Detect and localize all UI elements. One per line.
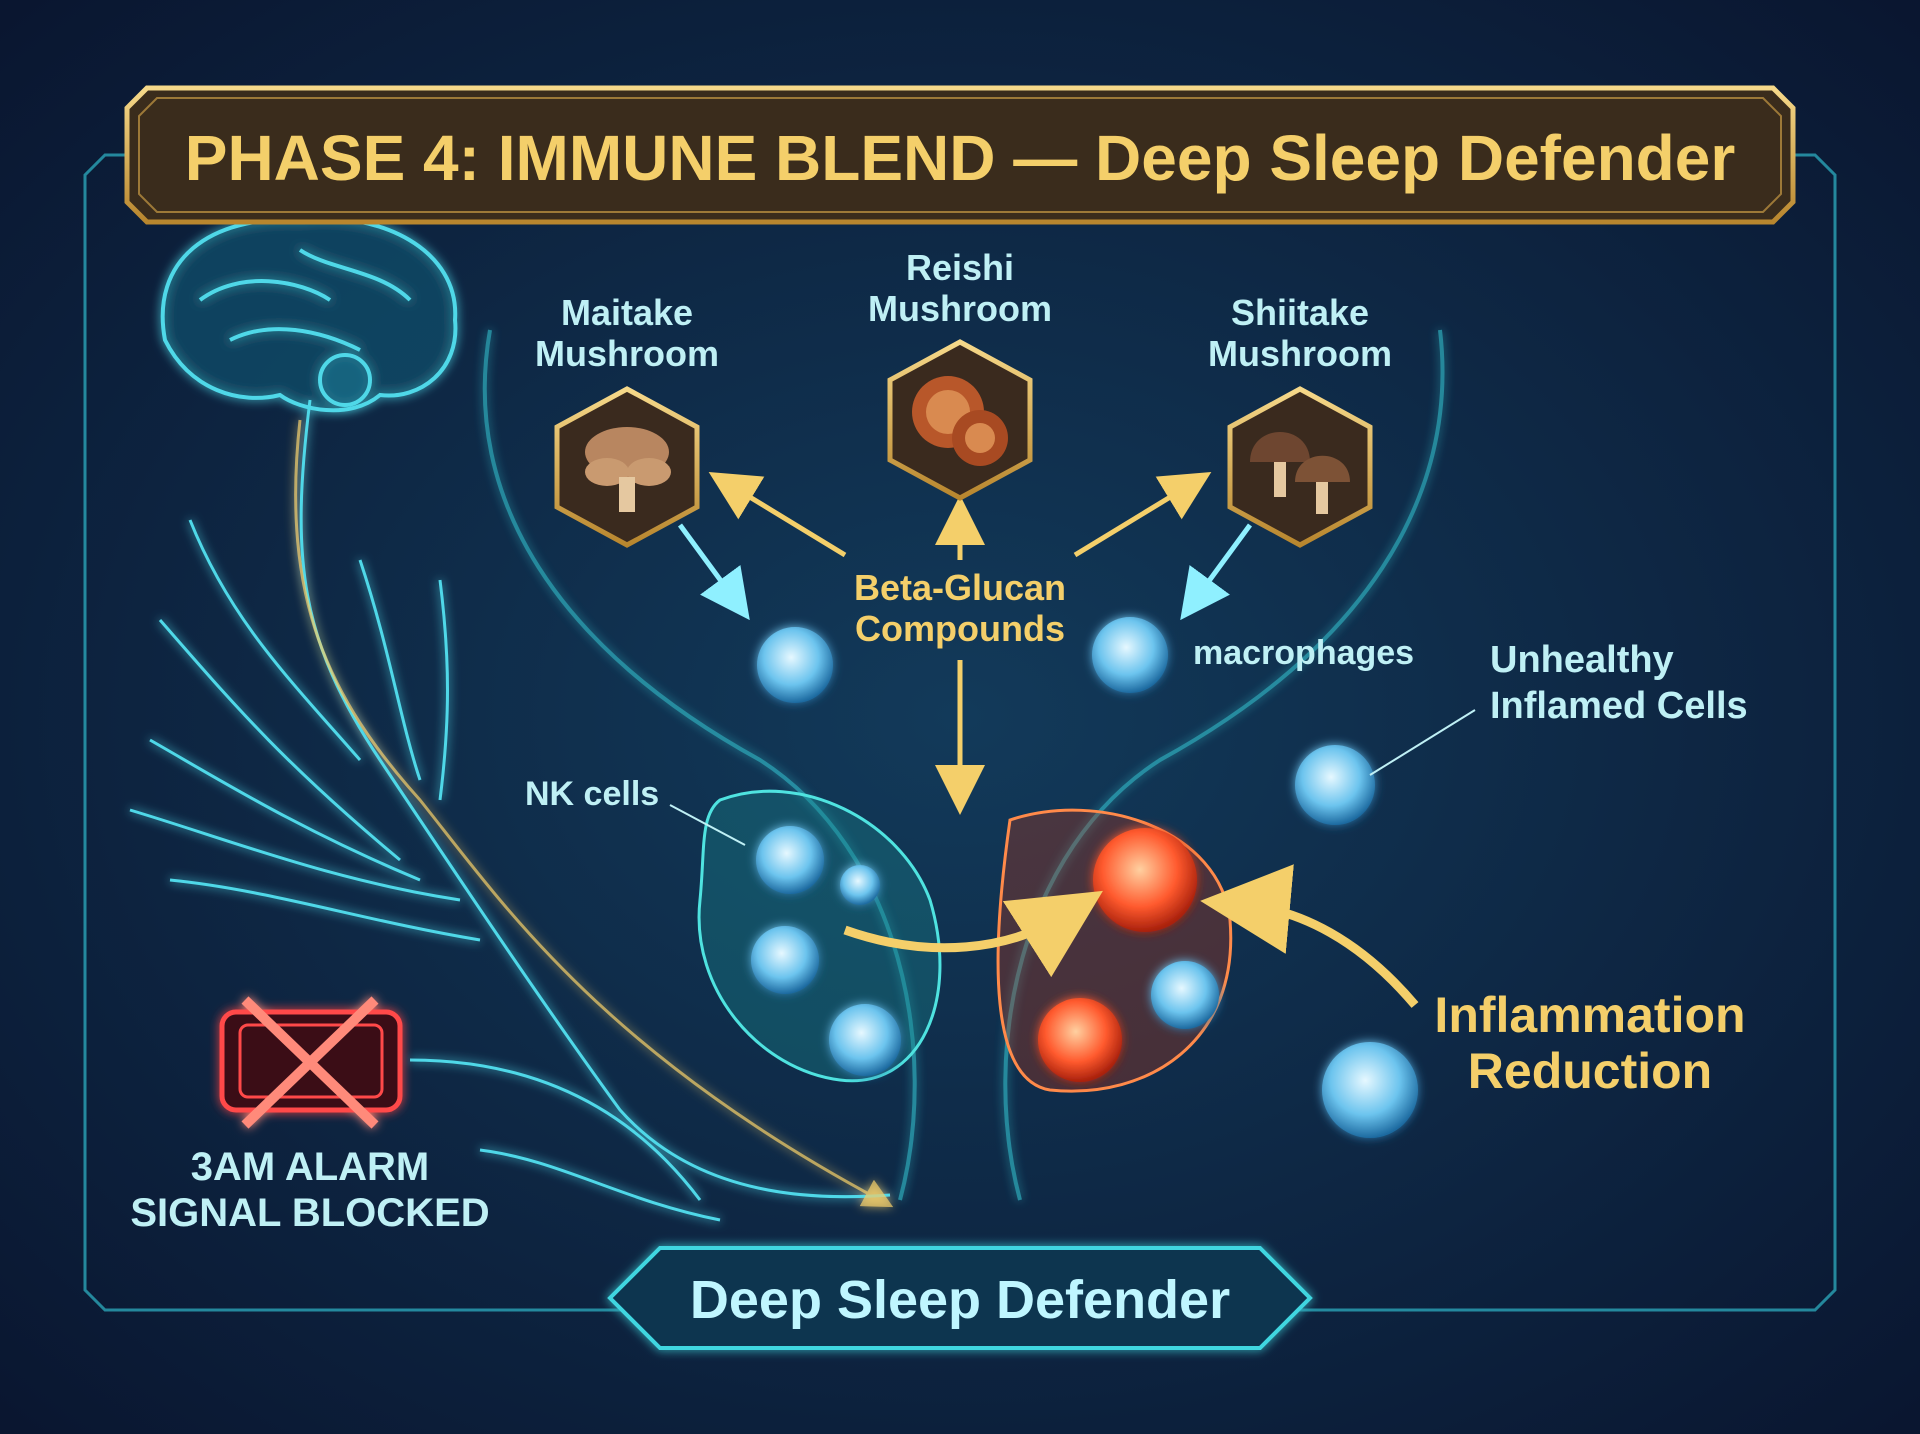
title-banner: PHASE 4: IMMUNE BLEND — Deep Sleep Defen…	[124, 85, 1796, 225]
arrow-maitake-to-cell	[677, 523, 750, 621]
reishi-mushroom-icon	[887, 339, 1033, 501]
footer-title: Deep Sleep Defender	[690, 1270, 1230, 1330]
outer-frame	[83, 153, 1837, 1312]
arrow-to-maitake	[708, 472, 847, 558]
maitake-label-line1: Maitake	[561, 292, 693, 333]
inflamed-cell	[1093, 828, 1197, 932]
immune-cells	[751, 617, 1418, 1138]
maitake-label-line2: Mushroom	[535, 333, 719, 374]
unhealthy-label-line2: Inflamed Cells	[1490, 685, 1748, 727]
nk-leader-line	[669, 804, 746, 846]
flow-arrows	[669, 472, 1476, 1008]
macrophage-cell	[1322, 1042, 1418, 1138]
arrow-nk-to-inflamed	[843, 890, 1103, 978]
nk-cell	[840, 865, 880, 905]
inflamed-cell	[1038, 998, 1122, 1082]
reishi-label-line1: Reishi	[906, 247, 1014, 288]
arrow-reduction	[1200, 864, 1419, 1008]
macrophages-label: macrophages	[1193, 634, 1414, 672]
nk-cells-label: NK cells	[525, 775, 659, 813]
crossed-alarm-clock-icon	[219, 996, 403, 1129]
macrophage-cell	[1151, 961, 1219, 1029]
neural-pathways	[129, 399, 894, 1222]
unhealthy-cell	[1295, 745, 1375, 825]
alarm-label-line1: 3AM ALARM	[191, 1145, 430, 1189]
shiitake-label-line2: Mushroom	[1208, 333, 1392, 374]
shiitake-label-line1: Shiitake	[1231, 292, 1369, 333]
outcome-label-line2: Reduction	[1468, 1043, 1712, 1099]
mushroom-hexagons	[554, 339, 1373, 548]
brain-icon	[160, 216, 458, 413]
nk-cell	[751, 926, 819, 994]
nk-cell	[757, 627, 833, 703]
unhealthy-leader-line	[1369, 709, 1476, 776]
reishi-label-line2: Mushroom	[868, 288, 1052, 329]
maitake-mushroom-icon	[554, 386, 700, 548]
unhealthy-label-line1: Unhealthy	[1490, 639, 1674, 681]
compound-label-line2: Compounds	[855, 608, 1065, 649]
compound-label-line1: Beta-Glucan	[854, 567, 1066, 608]
footer-banner: Deep Sleep Defender	[85, 1246, 1835, 1350]
page-title: PHASE 4: IMMUNE BLEND — Deep Sleep Defen…	[185, 122, 1736, 194]
shiitake-mushroom-icon	[1227, 386, 1373, 548]
arrow-to-shiitake	[1073, 472, 1212, 558]
nk-cell	[756, 826, 824, 894]
nk-cell	[829, 1004, 901, 1076]
macrophage-cell	[1092, 617, 1168, 693]
alarm-label-line2: SIGNAL BLOCKED	[130, 1191, 489, 1235]
outcome-label-line1: Inflammation	[1434, 987, 1745, 1043]
arrow-shiitake-to-cell	[1180, 523, 1253, 621]
